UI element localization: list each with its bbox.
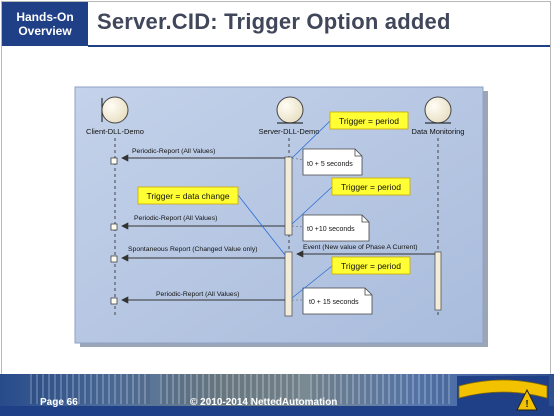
footer-image-strip-1 <box>30 374 150 404</box>
actor-label-server: Server-DLL-Demo <box>259 127 320 136</box>
page-number: Page 66 <box>40 397 78 408</box>
message-label-4: Event (New value of Phase A Current) <box>303 244 417 251</box>
callout-text-1: Trigger = period <box>339 116 399 126</box>
receive-marker-2 <box>110 223 118 231</box>
actor-server: Server-DLL-Demo <box>259 96 320 136</box>
note-3: t0 + 15 seconds <box>292 287 373 315</box>
actor-client: Client-DLL-Demo <box>86 96 144 136</box>
message-5: Periodic-Report (All Values) <box>121 291 285 304</box>
callout-text-2: Trigger = period <box>341 182 401 192</box>
message-1: Periodic-Report (All Values) <box>121 148 285 162</box>
footer-image-strip-3 <box>310 374 450 404</box>
message-3: Spontaneous Report (Changed Value only) <box>121 246 285 262</box>
message-2: Periodic-Report (All Values) <box>121 215 285 230</box>
footer-strip <box>0 406 554 416</box>
callout-connector-2 <box>291 186 333 225</box>
copyright-text: © 2010-2014 NettedAutomation <box>190 397 338 408</box>
actor-label-client: Client-DLL-Demo <box>86 127 144 136</box>
note-1: t0 + 5 seconds <box>291 148 363 176</box>
receive-marker-4 <box>110 297 118 305</box>
netted-automation-logo: ! <box>457 376 549 412</box>
sequence-diagram: Client-DLL-Demo Server-DLL-Demo Data Mon… <box>74 86 488 347</box>
callout-text-4: Trigger = period <box>341 261 401 271</box>
callout-trigger-period-1: Trigger = period <box>329 111 409 130</box>
receive-marker-1 <box>110 157 118 165</box>
callout-trigger-period-2: Trigger = period <box>331 177 411 196</box>
activation-monitoring <box>434 251 442 311</box>
section-badge: Hands-On Overview <box>2 2 88 46</box>
callout-text-3: Trigger = data change <box>146 191 229 201</box>
slide-title: Server.CID: Trigger Option added <box>97 9 451 34</box>
actor-label-monitoring: Data Monitoring <box>412 127 465 136</box>
note-text-2: t0 +10 seconds <box>307 226 355 233</box>
message-label-3: Spontaneous Report (Changed Value only) <box>128 246 257 253</box>
callout-connector-4 <box>291 265 333 299</box>
footer-image-strip-2 <box>160 374 300 404</box>
section-label-line1: Hands-On <box>16 10 74 24</box>
activation-server-2 <box>284 251 293 317</box>
callout-trigger-data-change: Trigger = data change <box>137 186 239 205</box>
note-text-3: t0 + 15 seconds <box>309 299 359 306</box>
message-label-5: Periodic-Report (All Values) <box>156 291 239 298</box>
callout-trigger-period-3: Trigger = period <box>331 256 411 275</box>
actor-monitoring: Data Monitoring <box>412 96 465 136</box>
message-4: Event (New value of Phase A Current) <box>296 244 435 258</box>
svg-text:!: ! <box>525 399 528 410</box>
message-label-2: Periodic-Report (All Values) <box>134 215 217 222</box>
section-label-line2: Overview <box>18 24 72 38</box>
callout-connector-1 <box>291 120 331 159</box>
message-label-1: Periodic-Report (All Values) <box>132 148 215 155</box>
receive-marker-3 <box>110 255 118 263</box>
note-text-1: t0 + 5 seconds <box>307 161 353 168</box>
activation-server-1 <box>284 156 293 236</box>
callout-connector-3 <box>237 194 286 256</box>
title-rule <box>88 45 550 47</box>
note-2: t0 +10 seconds <box>291 214 370 242</box>
